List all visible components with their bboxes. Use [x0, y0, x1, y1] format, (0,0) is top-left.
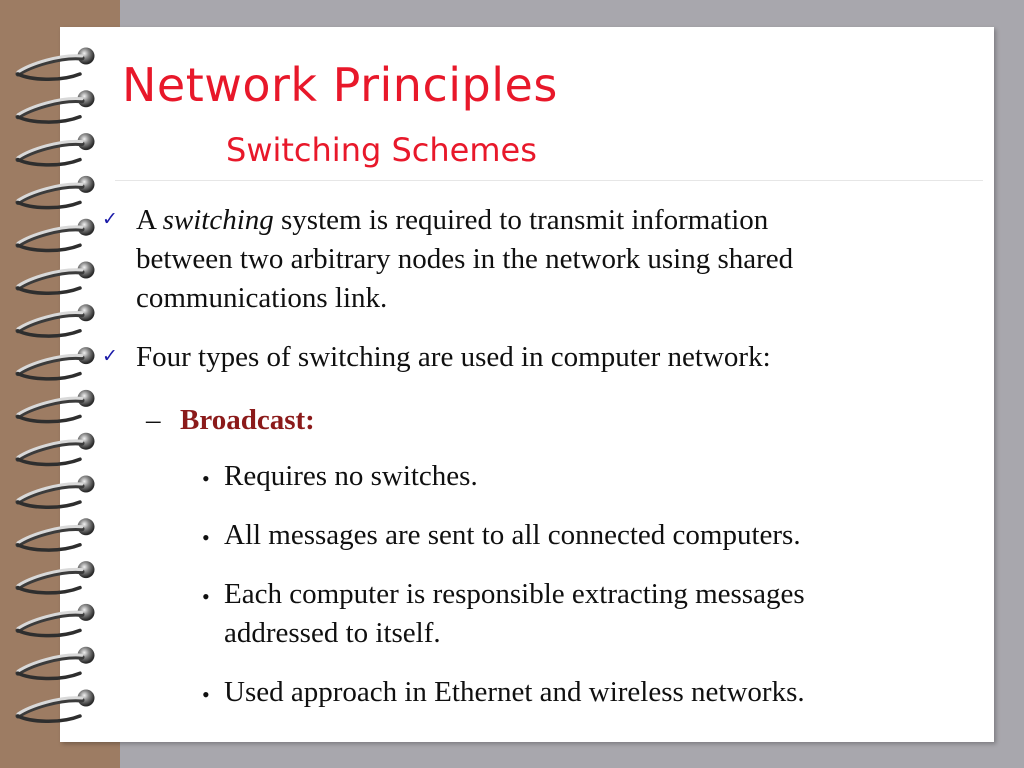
slide-subtitle: Switching Schemes [226, 131, 537, 169]
spiral-ring-icon [15, 432, 95, 467]
broadcast-heading: Broadcast: [180, 404, 315, 436]
ring-wire [16, 353, 84, 374]
spiral-ring-icon [15, 518, 95, 552]
ring-wire-back [16, 500, 82, 510]
ring-wire [16, 696, 84, 716]
ring-wire-shadow [15, 98, 85, 120]
check-icon: ✓ [102, 208, 118, 230]
ring-wire-shadow [15, 611, 85, 633]
ring-wire-back [16, 329, 82, 338]
spiral-ring-icon [15, 218, 95, 253]
bullet-marker: • [202, 525, 210, 550]
ring-wire-shadow [15, 568, 85, 591]
ring-wire-back [16, 671, 82, 681]
ring-wire-back [16, 714, 82, 724]
ring-wire-back [16, 200, 82, 210]
switching-emphasis: switching [162, 204, 274, 236]
spiral-ring-icon [15, 304, 95, 338]
point1-line1: A switching system is required to transm… [136, 204, 769, 236]
point1-line3: communications link. [136, 282, 388, 314]
ring-wire-back [16, 628, 82, 638]
ring-wire-shadow [15, 526, 85, 548]
ring-wire [16, 311, 84, 331]
ring-wire [16, 225, 84, 245]
ring-wire [16, 610, 84, 630]
ring-wire [16, 653, 84, 673]
ring-wire-shadow [15, 654, 85, 676]
ring-wire-back [16, 115, 82, 124]
ring-wire-back [16, 286, 82, 296]
bullet-marker: • [202, 466, 210, 491]
spiral-ring-icon [15, 689, 95, 724]
ring-wire-back [16, 157, 82, 167]
bullet-marker: • [202, 584, 210, 609]
ring-wire-shadow [15, 354, 85, 377]
ring-wire [16, 182, 84, 202]
spiral-ring-icon [15, 90, 95, 124]
spiral-ring-icon [15, 475, 95, 510]
ring-wire-shadow [15, 312, 85, 334]
spiral-ring-icon [15, 175, 95, 210]
ring-wire [16, 54, 84, 74]
sub-item-3: Each computer is responsible extracting … [224, 578, 805, 610]
sub-item-4: Used approach in Ethernet and wireless n… [224, 676, 805, 708]
ring-wire [16, 396, 84, 416]
spiral-ring-icon [15, 646, 95, 681]
spiral-ring-icon [15, 389, 95, 424]
spiral-ring-icon [15, 133, 95, 167]
ring-wire-shadow [15, 183, 85, 205]
ring-wire-shadow [15, 440, 85, 462]
ring-wire-shadow [15, 397, 85, 419]
spiral-ring-icon [15, 47, 95, 82]
spiral-ring-icon [15, 347, 95, 381]
ring-wire-shadow [15, 226, 85, 248]
sub-item-3-cont: addressed to itself. [224, 617, 441, 649]
slide-title: Network Principles [122, 58, 558, 112]
check-icon: ✓ [102, 345, 118, 367]
spiral-ring-icon [15, 603, 95, 638]
ring-wire-back [16, 585, 82, 595]
ring-wire-shadow [15, 140, 85, 163]
sub-item-2: All messages are sent to all connected c… [224, 519, 801, 551]
bullet-marker: • [202, 682, 210, 707]
ring-wire-back [16, 414, 82, 424]
spiral-binding [15, 47, 95, 724]
ring-wire-shadow [15, 697, 85, 719]
ring-wire [16, 97, 84, 117]
spiral-ring-icon [15, 261, 95, 296]
ring-wire [16, 439, 84, 459]
ring-wire-back [16, 457, 82, 467]
point2-text: Four types of switching are used in comp… [136, 341, 771, 373]
ring-wire-shadow [15, 269, 85, 291]
ring-wire-shadow [15, 483, 85, 505]
sub-item-1: Requires no switches. [224, 460, 478, 492]
ring-wire [16, 525, 84, 545]
ring-wire [16, 139, 84, 160]
dash-marker: – [146, 404, 161, 436]
ring-wire [16, 567, 84, 588]
ring-wire-back [16, 371, 82, 381]
notebook-page [60, 27, 994, 742]
title-divider [115, 180, 983, 181]
ring-wire [16, 482, 84, 502]
ring-wire-shadow [15, 55, 85, 77]
spiral-ring-icon [15, 561, 95, 595]
ring-wire-back [16, 72, 82, 82]
ring-wire-back [16, 243, 82, 253]
ring-wire-back [16, 543, 82, 552]
point1-line2: between two arbitrary nodes in the netwo… [136, 243, 794, 275]
ring-wire [16, 268, 84, 288]
